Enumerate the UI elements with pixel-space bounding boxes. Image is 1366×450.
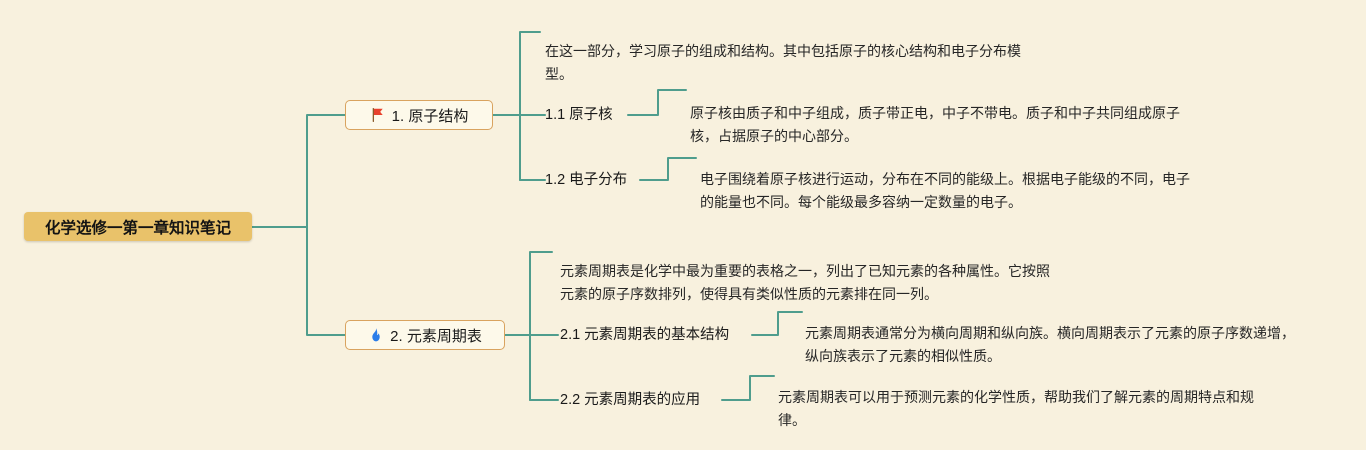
topic-node-periodic-table[interactable]: 2. 元素周期表	[345, 320, 505, 350]
connector-topic1-bracket	[519, 31, 541, 181]
note-topic1-overview[interactable]: 在这一部分，学习原子的组成和结构。其中包括原子的核心结构和电子分布模型。	[545, 43, 1021, 82]
topic2-label: 2. 元素周期表	[390, 327, 482, 345]
topic1-label: 1. 原子结构	[391, 107, 469, 125]
root-label: 化学选修一第一章知识笔记	[44, 219, 231, 237]
note-subtopic-1-1[interactable]: 原子核由质子和中子组成，质子带正电，中子不带电。质子和中子共同组成原子核，占据原…	[690, 105, 1180, 144]
connector-subtopic-1-1-note	[627, 89, 687, 116]
topic-node-atomic-structure[interactable]: 1. 原子结构	[345, 100, 493, 130]
blue-flame-icon[interactable]	[368, 327, 384, 343]
note-topic2-overview[interactable]: 元素周期表是化学中最为重要的表格之一，列出了已知元素的各种属性。它按照元素的原子…	[560, 263, 1050, 302]
connector-root-to-topic2	[251, 226, 346, 336]
subtopic-2-2[interactable]: 2.2 元素周期表的应用	[560, 392, 701, 408]
root-node[interactable]: 化学选修一第一章知识笔记	[24, 212, 252, 241]
red-flag-icon[interactable]	[370, 107, 386, 123]
connector-topic2-bracket	[529, 251, 553, 401]
connector-subtopic-2-2-note	[721, 375, 775, 401]
note-subtopic-1-2[interactable]: 电子围绕着原子核进行运动，分布在不同的能级上。根据电子能级的不同，电子的能量也不…	[700, 171, 1190, 210]
connector-subtopic-1-2-note	[639, 157, 697, 181]
subtopic-2-1[interactable]: 2.1 元素周期表的基本结构	[560, 327, 730, 343]
subtopic-1-2[interactable]: 1.2 电子分布	[545, 172, 628, 188]
connector-root-to-topic1	[251, 114, 346, 228]
note-subtopic-2-2[interactable]: 元素周期表可以用于预测元素的化学性质，帮助我们了解元素的周期特点和规律。	[778, 389, 1254, 428]
connector-subtopic-2-1-note	[751, 311, 803, 336]
subtopic-1-1[interactable]: 1.1 原子核	[545, 107, 613, 123]
note-subtopic-2-1[interactable]: 元素周期表通常分为横向周期和纵向族。横向周期表示了元素的原子序数递增，纵向族表示…	[805, 325, 1295, 364]
